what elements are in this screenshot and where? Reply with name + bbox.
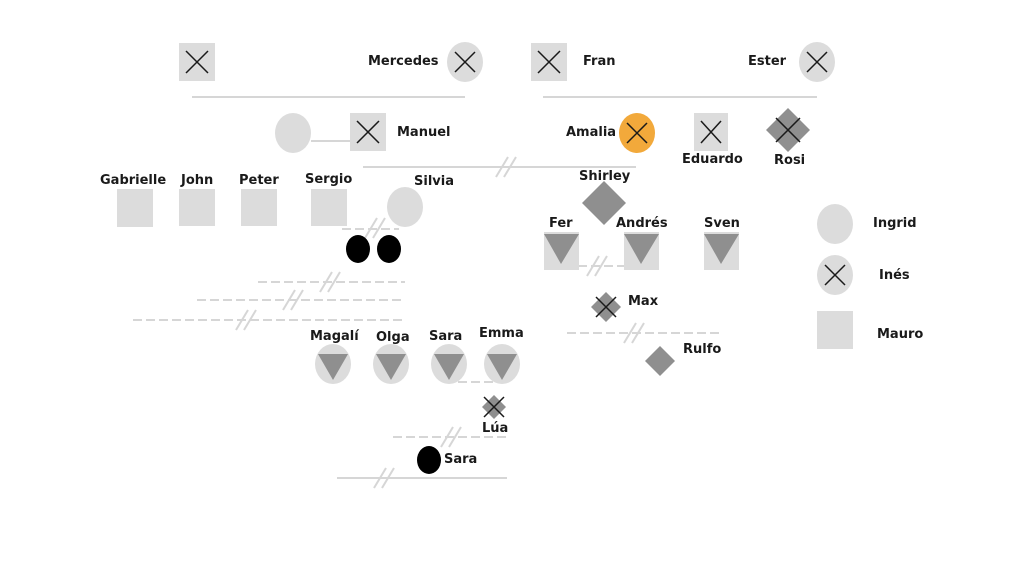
sven-node <box>704 232 739 270</box>
label-max: Max <box>628 294 659 309</box>
label-rulfo: Rulfo <box>683 342 722 357</box>
label-mercedes: Mercedes <box>368 54 439 69</box>
emma-node <box>484 344 520 384</box>
label-rosi: Rosi <box>774 153 806 168</box>
label-emma: Emma <box>479 326 524 341</box>
label-manuel: Manuel <box>397 125 451 140</box>
mercedes-female-deceased <box>447 42 483 82</box>
legend-ines-symbol <box>817 255 853 295</box>
fran-male-deceased <box>531 43 567 81</box>
peter-node <box>241 189 277 226</box>
gabrielle-node <box>117 189 153 227</box>
label-fran: Fran <box>583 54 616 69</box>
silvia-node <box>387 187 423 227</box>
max-diamond-deceased <box>591 292 621 322</box>
label-john: John <box>181 173 214 188</box>
male-deceased-1 <box>179 43 215 81</box>
rulfo-node <box>645 346 675 376</box>
shirley-node <box>582 181 626 225</box>
legend-mauro-symbol <box>817 311 853 349</box>
magali-node <box>315 344 351 384</box>
label-sara-top: Sara <box>429 329 463 344</box>
label-sven: Sven <box>704 216 740 231</box>
hash-dashed-3 <box>235 309 257 331</box>
legend-ines-label: Inés <box>879 268 910 283</box>
olga-node <box>373 344 409 384</box>
hash-sara-bottom <box>373 467 395 489</box>
female-node-spouse-manuel <box>275 113 311 153</box>
hash-dashed-2 <box>282 289 304 311</box>
hash-silvia-amalia <box>495 156 517 178</box>
label-lua: Lúa <box>482 421 509 436</box>
hash-max <box>623 322 645 344</box>
ester-female-deceased <box>799 42 835 82</box>
twin-node-right <box>377 235 401 263</box>
connection-lines <box>133 96 817 479</box>
legend-mauro-label: Mauro <box>877 327 924 342</box>
sara-bottom-node <box>417 446 441 474</box>
hash-lua-sara <box>440 426 462 448</box>
label-olga: Olga <box>376 330 410 345</box>
sergio-node <box>311 189 347 226</box>
andres-node <box>624 232 659 270</box>
label-shirley: Shirley <box>579 169 631 184</box>
rosi-diamond-deceased <box>766 108 810 152</box>
hash-dashed-1 <box>319 271 341 293</box>
hash-fer-andres <box>586 255 608 277</box>
label-amalia: Amalia <box>566 125 617 140</box>
label-eduardo: Eduardo <box>682 152 743 167</box>
legend-ingrid-symbol <box>817 204 853 244</box>
label-andres: Andrés <box>616 216 668 231</box>
sara-top-node <box>431 344 467 384</box>
label-ester: Ester <box>748 54 787 69</box>
amalia-female-deceased-highlighted <box>619 113 655 153</box>
lua-diamond-deceased <box>482 395 506 419</box>
label-sergio: Sergio <box>305 172 353 187</box>
label-silvia: Silvia <box>414 174 454 189</box>
twin-node-left <box>346 235 370 263</box>
fer-node <box>544 232 579 270</box>
john-node <box>179 189 215 226</box>
label-magali: Magalí <box>310 329 359 344</box>
label-sara-bottom: Sara <box>444 452 478 467</box>
manuel-male-deceased <box>350 113 386 151</box>
label-peter: Peter <box>239 173 279 188</box>
hash-silvia-twins <box>364 217 386 239</box>
hash-marks <box>235 156 645 489</box>
legend-ingrid-label: Ingrid <box>873 216 917 231</box>
eduardo-male-deceased <box>694 113 728 151</box>
label-gabrielle: Gabrielle <box>100 173 167 188</box>
label-fer: Fer <box>549 216 573 231</box>
